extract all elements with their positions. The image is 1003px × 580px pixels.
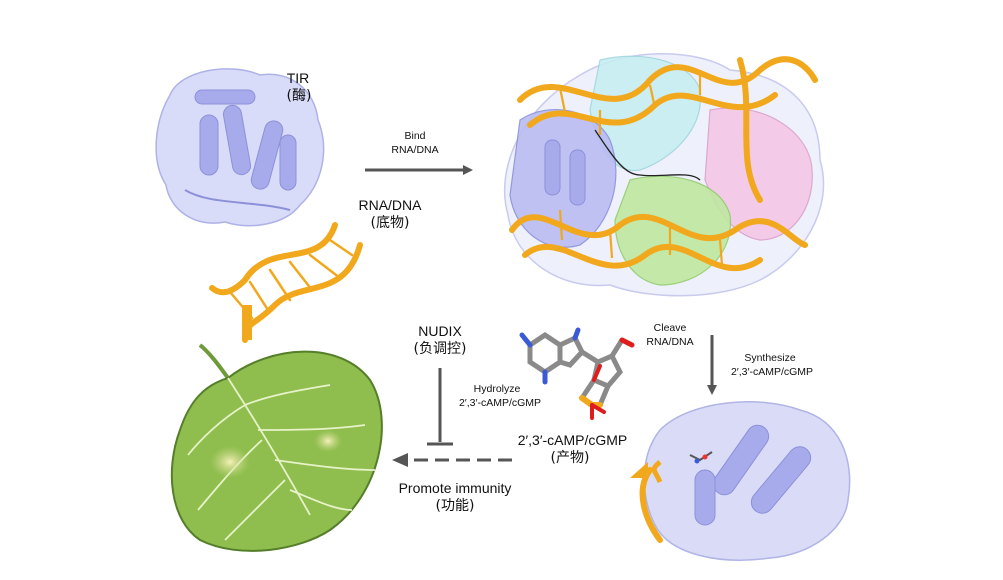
immunity-label: Promote immunity [398, 480, 512, 496]
nudix-inhibition-line [427, 368, 453, 446]
immunity-label-cn: (功能) [435, 498, 475, 514]
tir-dna-complex-icon [503, 53, 825, 297]
product-label-cn: (产物) [550, 450, 590, 466]
tir-protein-icon [155, 68, 325, 227]
substrate-label: RNA/DNA [358, 197, 422, 213]
tir-label: TIR [286, 70, 310, 86]
hydrolyze-label-1: Hydrolyze [473, 383, 521, 395]
cleave-label-2: RNA/DNA [646, 336, 694, 348]
product-protein-icon [630, 401, 851, 561]
tir-label-cn: (酶) [286, 88, 312, 104]
substrate-label-cn: (底物) [370, 215, 410, 231]
bind-label-2: RNA/DNA [391, 144, 439, 156]
nudix-label-cn: (负调控) [413, 341, 467, 357]
synthesize-label-2: 2′,3′-cAMP/cGMP [730, 366, 814, 378]
cyclic-nucleotide-molecule-icon [519, 327, 635, 420]
promote-immunity-arrow [392, 453, 512, 467]
nudix-label: NUDIX [418, 323, 462, 339]
cleave-label-1: Cleave [653, 322, 687, 334]
bind-label-1: Bind [404, 130, 426, 142]
product-label: 2′,3′-cAMP/cGMP [517, 432, 628, 448]
leaf-icon [170, 343, 383, 552]
synthesize-label-1: Synthesize [744, 352, 796, 364]
hydrolyze-label-2: 2′,3′-cAMP/cGMP [458, 397, 542, 409]
rna-dna-strand-icon [209, 222, 363, 343]
